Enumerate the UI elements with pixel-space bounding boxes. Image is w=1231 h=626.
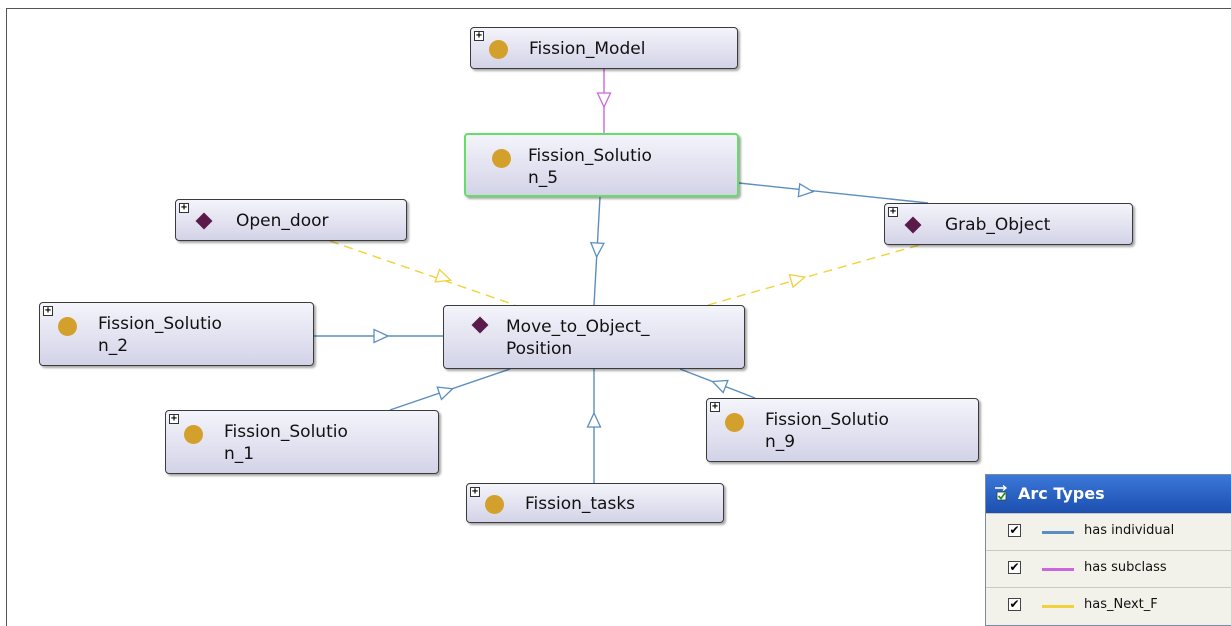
arrowhead-fission_solution_2-to-move_to_object_position	[373, 328, 390, 344]
node-label: Fission_Model	[529, 39, 646, 59]
arc-type-swatch	[1042, 531, 1074, 534]
arc-type-row[interactable]: ✔ has_Next_F	[986, 587, 1231, 624]
arc-type-swatch	[1042, 605, 1074, 608]
arrowhead-fission_solution_5-to-grab_object	[797, 182, 815, 198]
edge-fission_solution_5-to-grab_object	[738, 182, 929, 204]
node-fission_solution_9[interactable]: + Fission_Solutio n_9	[706, 398, 979, 462]
arc-types-legend: Arc Types ✔ has individual ✔ has subclass ✔ h…	[985, 474, 1231, 626]
expand-icon[interactable]: +	[888, 206, 898, 217]
arrowhead-fission_tasks-to-move_to_object_position	[586, 411, 602, 428]
class-icon	[725, 413, 744, 432]
expand-icon[interactable]: +	[474, 30, 484, 41]
individual-icon	[904, 216, 922, 234]
arc-type-label: has_Next_F	[1084, 597, 1158, 612]
node-label: Fission_tasks	[525, 494, 636, 514]
arc-types-list: ✔ has individual ✔ has subclass ✔ has_Next_F	[986, 513, 1231, 624]
node-fission_tasks[interactable]: + Fission_tasks	[466, 483, 724, 523]
arc-type-checkbox[interactable]: ✔	[1008, 597, 1021, 611]
graph-frame	[6, 8, 1231, 626]
class-icon	[58, 317, 77, 336]
class-icon	[489, 39, 508, 59]
arrowhead-open_door-to-move_to_object_position	[434, 268, 453, 283]
arc-type-row[interactable]: ✔ has subclass	[986, 550, 1231, 587]
node-fission_solution_1[interactable]: + Fission_Solutio n_1	[165, 410, 439, 474]
arc-type-label: has individual	[1084, 523, 1175, 538]
node-grab_object[interactable]: + Grab_Object	[884, 203, 1133, 245]
arc-types-title: Arc Types	[1018, 484, 1105, 503]
class-icon	[492, 149, 511, 168]
arrowhead-fission_solution_9-to-move_to_object_position	[711, 379, 729, 394]
arrowhead-fission_model-to-fission_solution_5	[596, 92, 612, 109]
arrowhead-move_to_object_position-to-grab_object	[788, 273, 807, 289]
arc-type-swatch	[1042, 568, 1074, 571]
expand-icon[interactable]: +	[470, 486, 480, 497]
node-label: Fission_Solutio n_2	[98, 314, 222, 356]
node-fission_solution_2[interactable]: + Fission_Solutio n_2	[39, 302, 314, 366]
node-label: Fission_Solutio n_9	[765, 410, 889, 452]
node-label: Fission_Solutio n_1	[224, 422, 348, 464]
individual-icon	[471, 316, 489, 334]
node-label: Open_door	[236, 211, 329, 231]
edge-open_door-to-move_to_object_position	[329, 240, 516, 306]
arc-types-header[interactable]: Arc Types	[986, 475, 1231, 513]
arc-type-checkbox[interactable]: ✔	[1008, 560, 1021, 574]
node-label: Move_to_Object_ Position	[506, 317, 650, 359]
arrowhead-fission_solution_5-to-move_to_object_position	[589, 241, 605, 259]
individual-icon	[195, 212, 213, 230]
expand-icon[interactable]: +	[169, 413, 179, 424]
node-label: Grab_Object	[945, 215, 1051, 235]
arrowhead-fission_solution_1-to-move_to_object_position	[436, 386, 455, 401]
arc-type-row[interactable]: ✔ has individual	[986, 513, 1231, 550]
expand-icon[interactable]: +	[43, 305, 53, 316]
class-icon	[485, 494, 504, 514]
arc-type-label: has subclass	[1084, 560, 1167, 575]
expand-icon[interactable]: +	[179, 202, 189, 213]
arc-type-checkbox[interactable]: ✔	[1008, 523, 1021, 537]
node-label: Fission_Solutio n_5	[528, 146, 652, 188]
node-open_door[interactable]: + Open_door	[175, 199, 407, 241]
node-fission_model[interactable]: + Fission_Model	[470, 27, 738, 69]
expand-icon[interactable]: +	[710, 401, 720, 412]
node-fission_solution_5[interactable]: Fission_Solutio n_5	[464, 133, 739, 197]
edge-move_to_object_position-to-grab_object	[707, 241, 931, 306]
class-icon	[184, 425, 203, 444]
arc-types-icon	[995, 485, 1008, 501]
node-move_to_object_position[interactable]: Move_to_Object_ Position	[443, 305, 745, 369]
